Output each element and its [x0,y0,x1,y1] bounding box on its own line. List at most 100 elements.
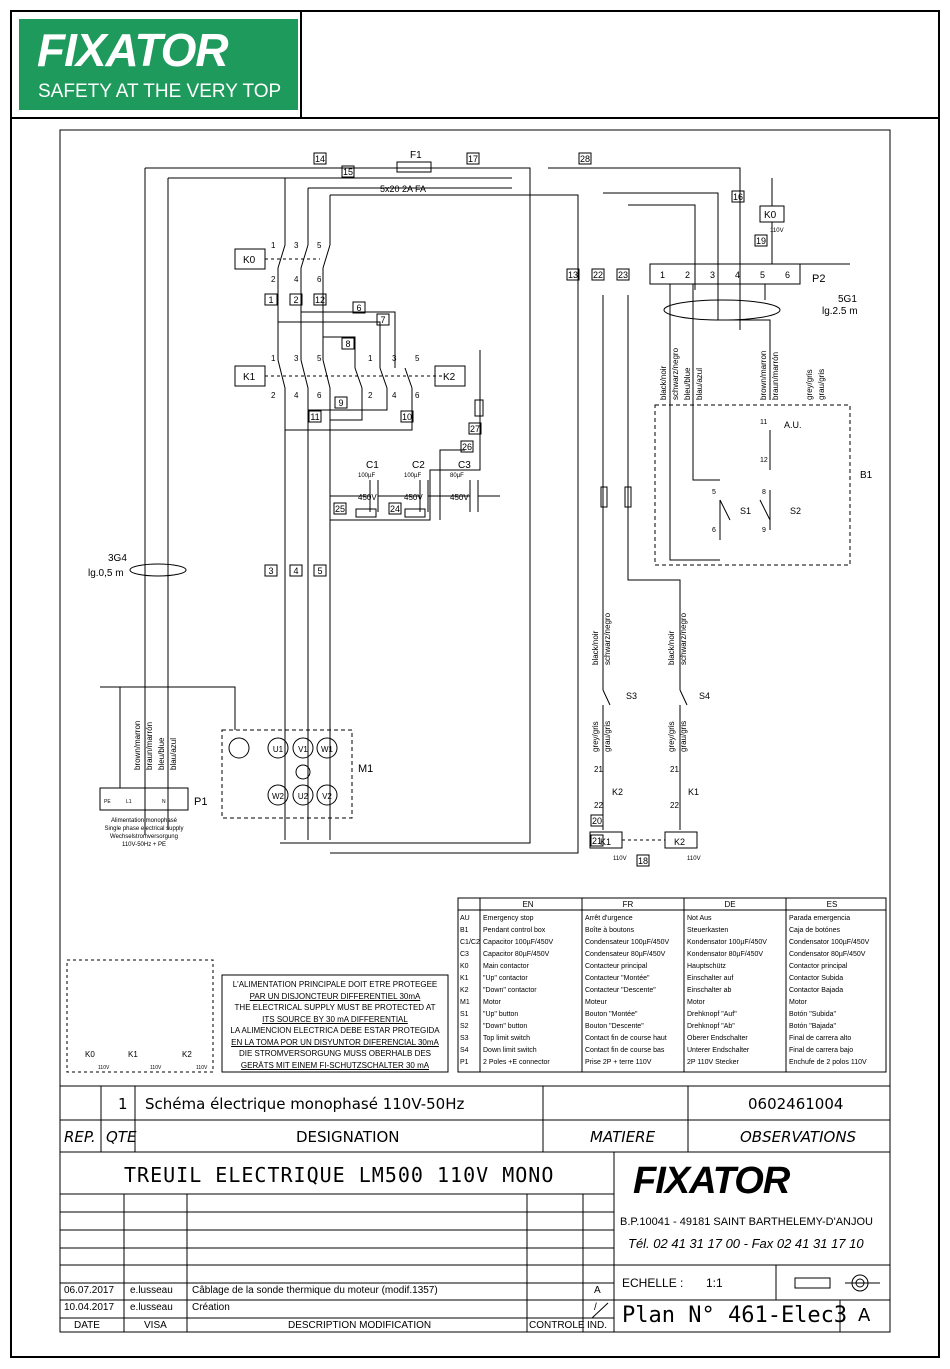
fuse-label: F1 [410,150,422,161]
wire-color-5g1: braun/marrón [771,352,780,400]
k2-bottom-num: 6 [415,391,420,400]
wire-22 [603,192,719,290]
legend-cell: Drehknopf "Ab" [687,1023,735,1030]
legend-cell: S2 [460,1023,469,1030]
legend-cell: P1 [460,1059,469,1066]
wire-number: 19 [756,236,766,246]
k2-bottom-num: 4 [392,391,397,400]
k1-bottom-num: 4 [294,391,299,400]
wire-number: 27 [470,424,480,434]
wire-color-5g1: bleu/blue [683,367,692,400]
legend-cell: Not Aus [687,915,712,922]
warning-line: GERÄTS MIT EINEM FI-SCHUTZSCHALTER 30 mA [240,1060,430,1070]
k2-label: K2 [443,372,456,383]
wire-number-box [313,564,327,577]
wire-number: 16 [733,192,743,202]
legend-cell: Contactor principal [789,963,848,970]
wire-number: 22 [593,270,603,280]
legend-cell: Contactor Subida [789,975,843,982]
b1-terminal-num: 12 [760,457,768,464]
legend-cell: Condensator 100µF/450V [789,939,870,946]
p1-caption: Alimentation monophasé [111,818,178,824]
scale-label: ECHELLE : [622,1276,684,1290]
contact-bottom-num: 6 [317,275,322,284]
wire-color-3g4: brown/marron [133,721,142,770]
wire-number: 7 [380,315,385,325]
m1-terminal: U1 [273,745,284,754]
wire-number: 18 [638,856,648,866]
wire-number: 28 [580,154,590,164]
wire-color-5g1: schwarz/negro [671,347,680,400]
wire-number: 21 [592,836,602,846]
scale-value: 1:1 [706,1276,723,1290]
m1-terminal: V2 [322,792,332,801]
legend-cell: AU [460,915,470,922]
coil-k1-label: K1 [600,837,611,847]
revision-date: 10.04.2017 [64,1302,115,1313]
m1-terminal: U2 [298,792,309,801]
wire-number-box [466,152,480,165]
legend-cell: Bouton "Montée" [585,1011,638,1018]
wire-number-box [590,814,604,827]
wire-number: 25 [335,504,345,514]
mini-v-a: 110V [98,1065,110,1071]
header-divider [300,10,302,118]
legend-cell: Motor [789,999,808,1006]
wire-number: 6 [356,303,361,313]
wire-number-box [388,502,402,515]
wire-number: 8 [345,339,350,349]
cable-3g4-length: lg.0,5 m [88,568,124,579]
legend-cell: Contact fin de course haut [585,1035,667,1042]
legend-cell: Einschalter ab [687,987,731,994]
legend-cell: M1 [460,999,470,1006]
s4-wire-color-bottom: grey/gris [667,721,676,752]
wire-number-box [566,268,580,281]
legend-cell: "Up" button [483,1011,518,1018]
mini-v-b: 110V [150,1065,162,1071]
legend-cell: 2P 110V Stecker [687,1059,740,1066]
k1-label: K1 [243,372,256,383]
wire-number: 12 [315,295,325,305]
legend-cell: Unterer Endschalter [687,1047,750,1054]
wire-color-5g1: grau/gris [817,369,826,400]
wire-number-box [352,301,366,314]
revision-description: Câblage de la sonde thermique du moteur … [192,1285,438,1296]
legend-cell: Final de carrera alto [789,1035,851,1042]
wire-number: 26 [462,442,472,452]
wire-number-box [376,313,390,326]
legend-cell: Moteur [585,999,607,1006]
mini-v-c: 110V [196,1065,208,1071]
warning-line: DIE STROMVERSORGUNG MUSS OBERHALB DES [238,1049,432,1058]
wire-number-box [333,502,347,515]
cable-5g1-name: 5G1 [838,294,857,305]
legend-cell: Boîte à boutons [585,927,635,934]
col-rep: REP. [64,1128,96,1146]
logo-brand: FIXATOR [37,24,229,76]
col-qte: QTE [106,1128,137,1146]
col-designation: DESIGNATION [296,1128,400,1146]
revision-date: 06.07.2017 [64,1285,115,1296]
rev-header-controle: CONTROLE [529,1320,585,1331]
wire-number-box [334,396,348,409]
k2-coil [434,365,466,387]
k2-bottom-num: 2 [368,391,373,400]
warning-line: PAR UN DISJONCTEUR DIFFERENTIEL 30mA [249,991,421,1001]
legend-cell: Contacteur "Descente" [585,987,656,994]
p2-label: P2 [812,273,825,285]
legend-cell: Motor [687,999,706,1006]
k1-top-num: 5 [317,354,322,363]
wire-number: 20 [592,816,602,826]
legend-cell: "Up" contactor [483,975,528,982]
capacitor-name: C3 [458,460,471,471]
legend-cell: 2 Poles +E connector [483,1059,550,1066]
capacitor-voltage: 450V [450,493,469,502]
page-frame [10,10,940,1358]
legend-cell: Prise 2P + terre 110V [585,1059,652,1066]
s3-wire-color-top: black/noir [591,630,600,665]
wire-28 [548,167,741,290]
legend-cell: Top limit switch [483,1035,530,1042]
limit-num-22a: 22 [594,801,603,810]
wire-number-box [289,293,303,306]
coil-k1-voltage: 110V [613,856,627,862]
wire-number: 10 [402,412,412,422]
